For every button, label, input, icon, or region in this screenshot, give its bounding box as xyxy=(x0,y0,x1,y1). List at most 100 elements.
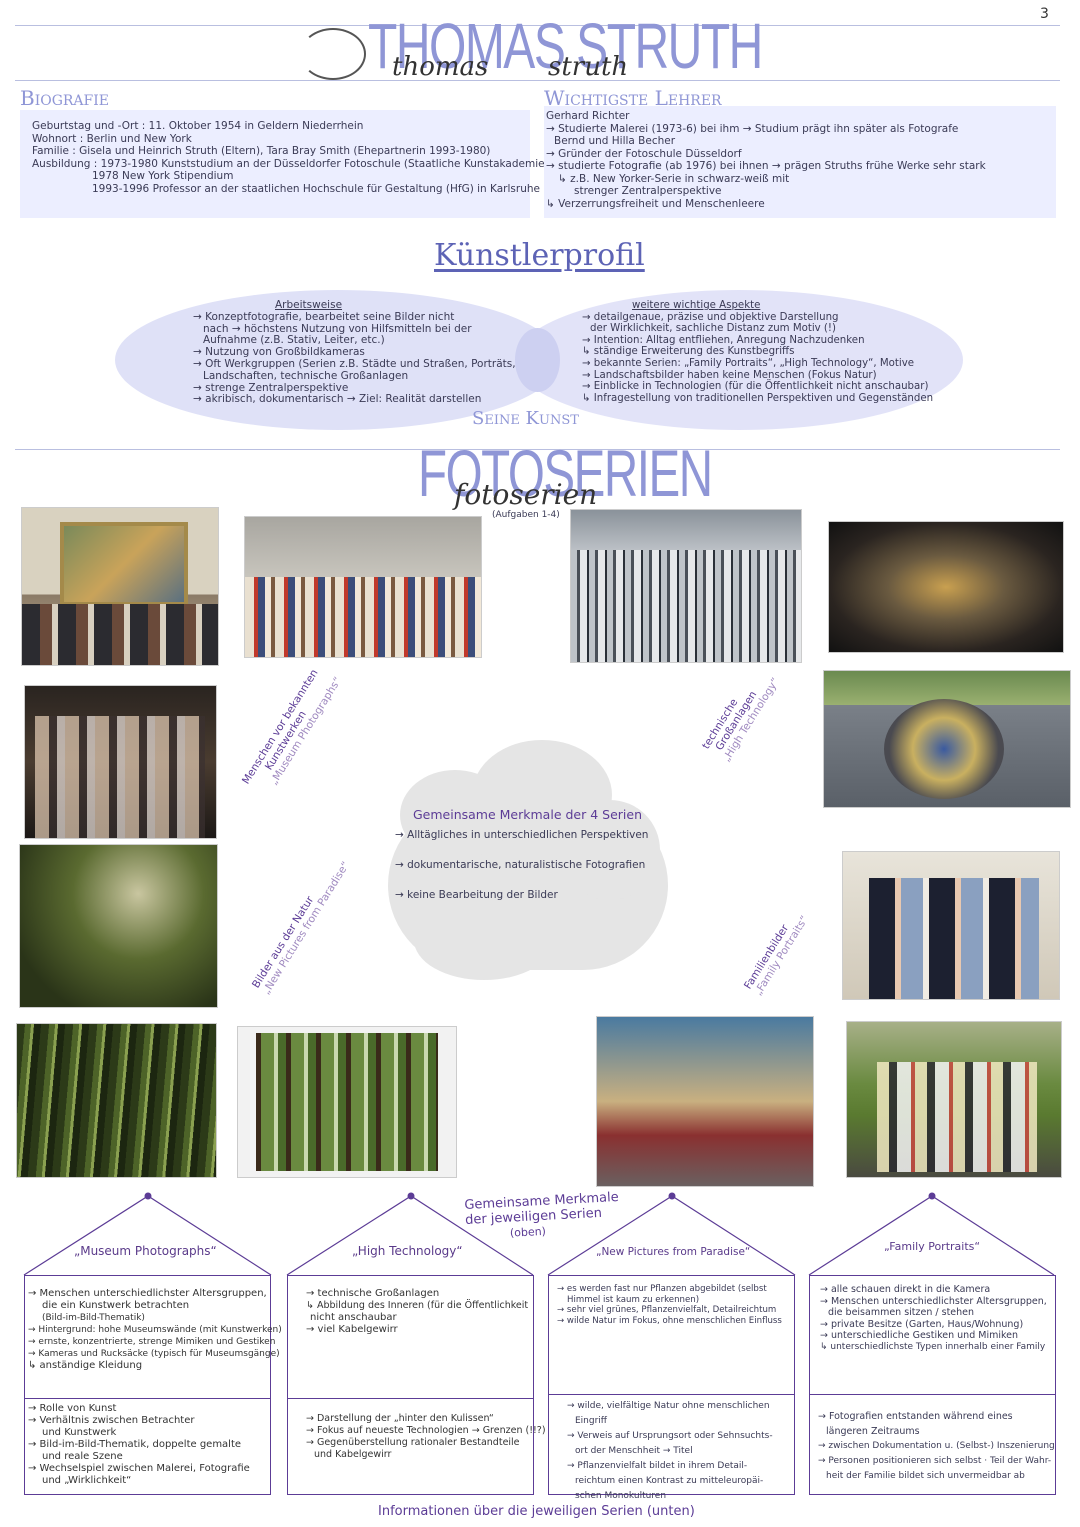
teachers-line: → Studierte Malerei (1973-6) bei ihm → S… xyxy=(546,122,959,135)
house-family-top: → private Besitze (Garten, Haus/Wohnung) xyxy=(820,1318,1024,1330)
series-note: (Aufgaben 1-4) xyxy=(492,510,560,520)
house-nature-top: → sehr viel grünes, Pflanzenvielfalt, De… xyxy=(557,1305,777,1315)
house-museum-top: → Menschen unterschiedlichster Altersgru… xyxy=(28,1288,267,1299)
profile-ellipse-overlap xyxy=(515,328,560,392)
house-museum-title: „Museum Photographs“ xyxy=(74,1244,217,1258)
bio-box: Geburtstag und -Ort : 11. Oktober 1954 i… xyxy=(20,110,549,218)
house-nature-bottom: schen Monokulturen xyxy=(575,1491,667,1501)
house-nature-bottom: Eingriff xyxy=(575,1416,608,1426)
house-family-top: → unterschiedliche Gestiken und Mimiken xyxy=(820,1330,1019,1341)
house-family-bottom: → Fotografien entstanden während eines xyxy=(818,1411,1013,1422)
house-nature-bottom: reichtum einen Kontrast zu mitteleuropäi… xyxy=(575,1476,764,1486)
cloud-content: Gemeinsame Merkmale der 4 Serien → Alltä… xyxy=(395,808,648,902)
house-family-top: → alle schauen direkt in die Kamera xyxy=(820,1284,991,1295)
house-family-bottom: → Personen positionieren sich selbst · T… xyxy=(818,1456,1052,1466)
house-nature-top: → es werden fast nur Pflanzen abgebildet… xyxy=(557,1284,767,1294)
profile-right-line: → Intention: Alltag entfliehen, Anregung… xyxy=(582,334,865,346)
profile-title: Künstlerprofil xyxy=(434,238,645,273)
house-family-top: die beisammen sitzen / stehen xyxy=(828,1307,975,1318)
profile-right-line: → Landschaftsbilder haben keine Menschen… xyxy=(582,369,877,381)
house-nature-bottom: → wilde, vielfältige Natur ohne menschli… xyxy=(567,1401,770,1411)
bio-line: 1978 New York Stipendium xyxy=(92,170,234,182)
profile-right-line: ↳ Infragestellung von traditionellen Per… xyxy=(582,392,934,404)
house-museum-top: ↳ anständige Kleidung xyxy=(28,1360,143,1371)
photo-family-1 xyxy=(842,851,1060,1000)
profile-right-line: → bekannte Serien: „Family Portraits“, „… xyxy=(582,357,915,369)
house-family-top: ↳ unterschiedlichste Typen innerhalb ein… xyxy=(820,1341,1046,1352)
series-script: fotoserien xyxy=(454,478,598,511)
title-script-right: struth xyxy=(548,52,629,82)
photo-nature-3 xyxy=(237,1026,457,1178)
photo-family-2 xyxy=(596,1016,814,1187)
house-tech-top: ↳ Abbildung des Inneren (für die Öffentl… xyxy=(306,1300,529,1311)
cloud-item: → keine Bearbeitung der Bilder xyxy=(395,889,558,901)
teachers-line: Bernd und Hilla Becher xyxy=(554,135,676,147)
profile-ellipse-right xyxy=(515,290,963,430)
cloud-item: → Alltägliches in unterschiedlichen Pers… xyxy=(395,829,649,841)
house-family-top: → Menschen unterschiedlichster Altersgru… xyxy=(820,1295,1047,1307)
teachers-line: ↳ Verzerrungsfreiheit und Menschenleere xyxy=(546,197,765,210)
house-tech-top: → viel Kabelgewirr xyxy=(306,1324,398,1335)
house-tech-bottom: und Kabelgewirr xyxy=(314,1449,392,1460)
photo-family-3 xyxy=(846,1021,1062,1178)
house-nature-bottom: → Pflanzenvielfalt bildet in ihrem Detai… xyxy=(567,1461,748,1471)
house-tech: → technische Großanlagen ↳ Abbildung des… xyxy=(287,1275,546,1495)
house-museum: → Menschen unterschiedlichster Altersgru… xyxy=(24,1275,282,1495)
profile-left-line: → Oft Werkgruppen (Serien z.B. Städte un… xyxy=(193,357,516,370)
house-family-title: „Family Portraits“ xyxy=(884,1240,981,1253)
teachers-line: strenger Zentralperspektive xyxy=(574,185,722,197)
house-tech-top: nicht anschaubar xyxy=(310,1312,397,1323)
footer-caption: Informationen über die jeweiligen Serien… xyxy=(378,1504,695,1519)
house-museum-bottom: und „Wirklichkeit“ xyxy=(42,1475,132,1486)
house-nature-bottom: ort der Menschheit → Titel xyxy=(575,1446,693,1456)
bio-line: Geburtstag und -Ort : 11. Oktober 1954 i… xyxy=(32,120,364,132)
bio-line: Ausbildung : 1973-1980 Kunststudium an d… xyxy=(32,157,549,170)
profile-caption: Seine Kunst xyxy=(472,408,579,429)
photo-museum-3 xyxy=(24,685,217,839)
house-museum-bottom: → Wechselspiel zwischen Malerei, Fotogra… xyxy=(28,1463,250,1474)
series-title: FOTOSERIEN xyxy=(418,436,713,510)
house-museum-bottom: und Kunstwerk xyxy=(42,1427,117,1438)
house-museum-top: die ein Kunstwerk betrachten xyxy=(42,1300,190,1311)
profile-left-block: Arbeitsweise → Konzeptfotografie, bearbe… xyxy=(193,299,516,406)
teachers-line: Gerhard Richter xyxy=(546,110,630,122)
house-family: → alle schauen direkt in die Kamera → Me… xyxy=(809,1275,1056,1495)
photo-tech-2 xyxy=(828,521,1064,653)
photo-nature-1 xyxy=(19,844,218,1008)
profile-left-line: nach → höchstens Nutzung von Hilfsmittel… xyxy=(203,322,472,335)
house-nature-top: Himmel ist kaum zu erkennen) xyxy=(567,1294,700,1305)
photo-nature-2 xyxy=(16,1023,217,1178)
title-script-left: thomas xyxy=(392,52,489,82)
profile-right-block: weitere wichtige Aspekte → detailgenaue,… xyxy=(582,300,933,404)
house-tech-bottom: → Darstellung der „hinter den Kulissen“ xyxy=(306,1413,494,1424)
house-museum-bottom: und reale Szene xyxy=(42,1451,123,1462)
profile-left-line: Aufnahme (z.B. Stativ, Leiter, etc.) xyxy=(203,334,385,347)
teachers-line: → Gründer der Fotoschule Düsseldorf xyxy=(546,147,742,160)
profile-left-line: → Nutzung von Großbildkameras xyxy=(193,346,365,359)
house-tech-title: „High Technology“ xyxy=(352,1244,463,1258)
teachers-box: Gerhard Richter → Studierte Malerei (197… xyxy=(544,106,1056,218)
photo-tech-1 xyxy=(570,509,802,663)
profile-right-line: ↳ ständige Erweiterung des Kunstbegriffs xyxy=(582,346,795,358)
photo-museum-2 xyxy=(244,516,482,658)
house-museum-bottom: → Bild-im-Bild-Thematik, doppelte gemalt… xyxy=(28,1439,242,1450)
profile-right-line: → Einblicke in Technologien (für die Öff… xyxy=(582,381,929,393)
house-tech-top: → technische Großanlagen xyxy=(306,1288,440,1299)
cloud-title: Gemeinsame Merkmale der 4 Serien xyxy=(413,807,642,822)
profile-left-line: → Konzeptfotografie, bearbeitet seine Bi… xyxy=(193,310,455,323)
cloud-item: → dokumentarische, naturalistische Fotog… xyxy=(395,859,646,871)
bio-line: 1993-1996 Professor an der staatlichen H… xyxy=(92,182,540,195)
bio-line: Familie : Gisela und Heinrich Struth (El… xyxy=(32,145,491,157)
house-museum-top: → Kameras und Rucksäcke (typisch für Mus… xyxy=(28,1349,280,1359)
house-museum-bottom: → Rolle von Kunst xyxy=(28,1403,117,1414)
bio-line: Wohnort : Berlin und New York xyxy=(32,132,192,145)
house-nature: → es werden fast nur Pflanzen abgebildet… xyxy=(548,1275,795,1501)
house-museum-bottom: → Verhältnis zwischen Betrachter xyxy=(28,1415,195,1426)
house-museum-top: → Hintergrund: hohe Museumswände (mit Ku… xyxy=(28,1325,282,1335)
arc-decoration xyxy=(300,28,366,80)
profile-right-line: der Wirklichkeit, sachliche Distanz zum … xyxy=(590,323,836,335)
profile-left-heading: Arbeitsweise xyxy=(275,299,343,311)
profile-right-line: → detailgenaue, präzise und objektive Da… xyxy=(582,311,839,323)
teachers-line: ↳ z.B. New Yorker-Serie in schwarz-weiß … xyxy=(558,172,790,185)
